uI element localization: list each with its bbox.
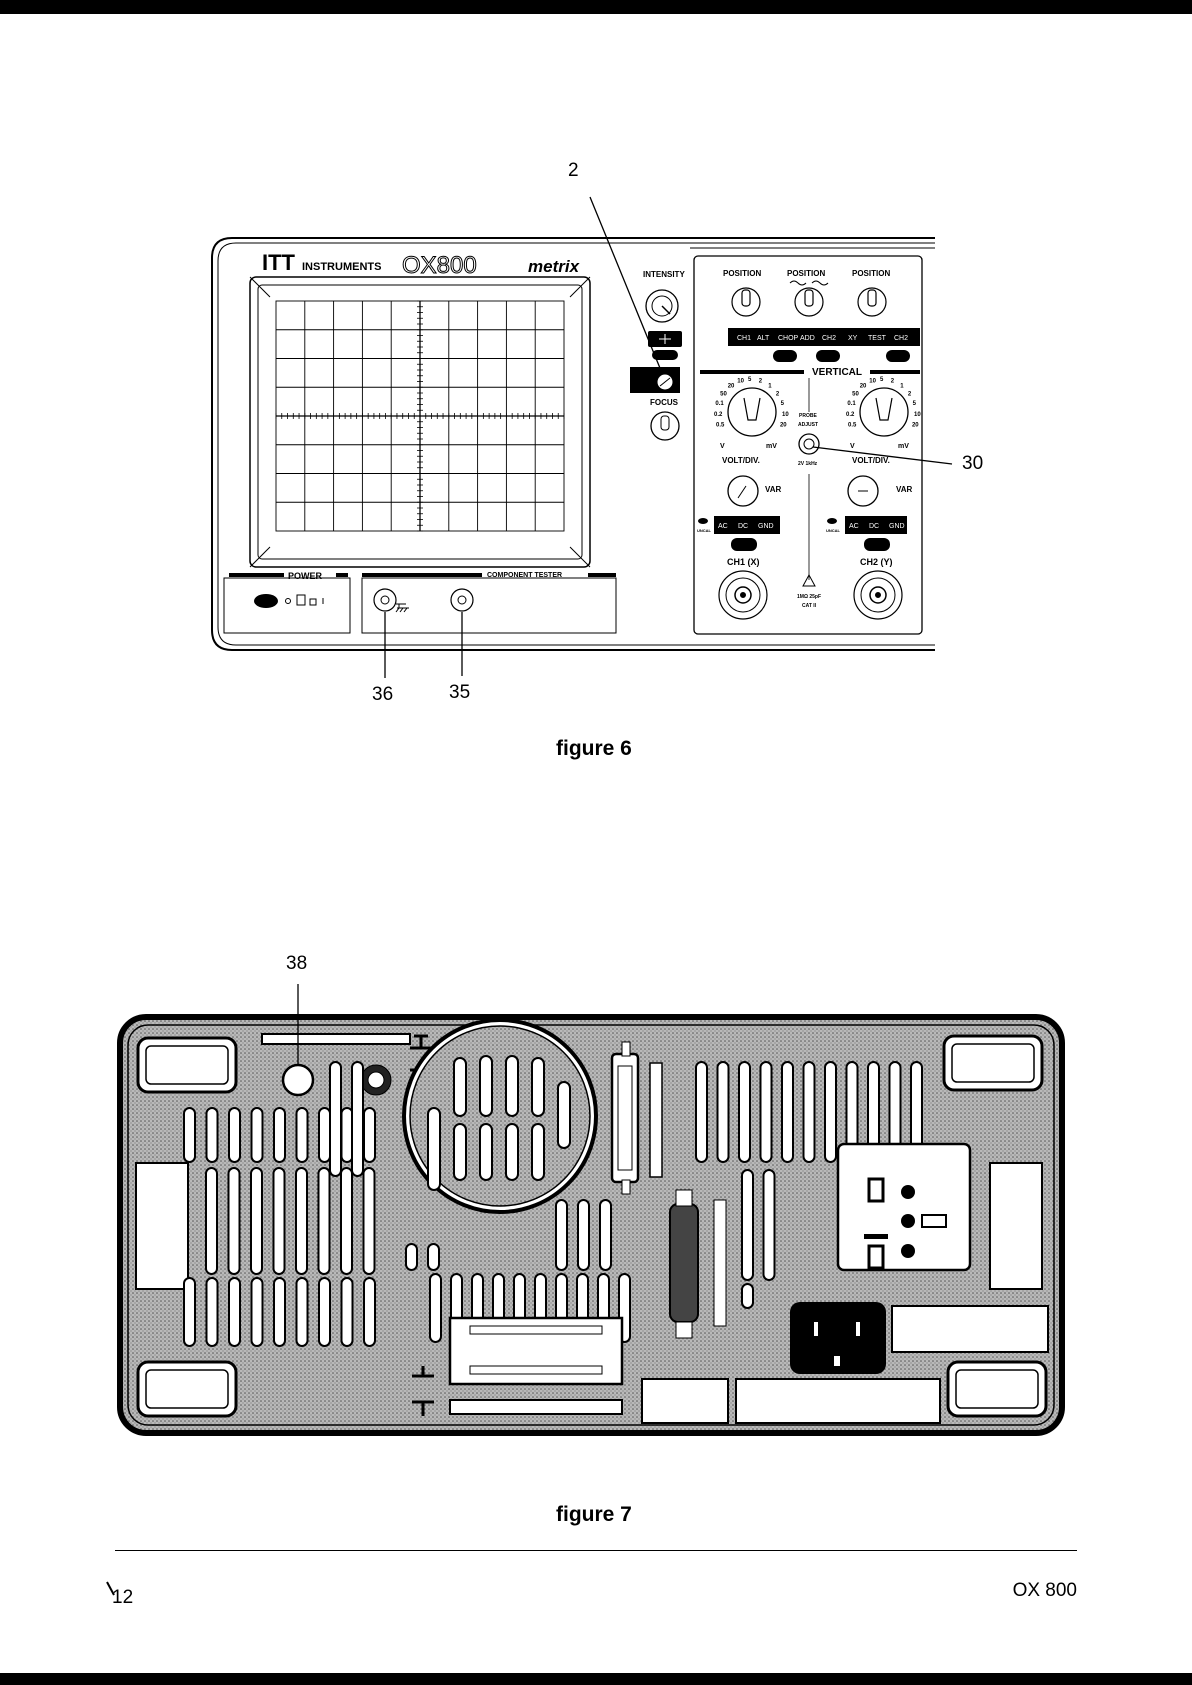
position-label-1: POSITION [723, 269, 761, 278]
cat-label: CAT II [802, 603, 817, 609]
coupling-labels: AC DC GND AC DC GND [718, 523, 905, 530]
coupling-label-1-0: AC [849, 523, 859, 530]
itt-logo: ITT [262, 250, 296, 275]
leader-line-30 [812, 446, 953, 465]
scale-right-tick-2: 0.1 [847, 401, 856, 407]
scale-right-tick-6: 5 [880, 377, 884, 383]
mode-button-bar [728, 328, 920, 346]
probe-freq-label: 2V 1kHz [798, 461, 818, 467]
intensity-label: INTENSITY [643, 270, 685, 279]
scale-left-tick-4: 20 [728, 384, 735, 390]
callout-38: 38 [286, 953, 308, 974]
focus-label: FOCUS [650, 398, 679, 407]
mode-button-label-4: CH2 [822, 335, 836, 342]
instruments-label: INSTRUMENTS [302, 261, 381, 273]
v-label-2: V [850, 443, 855, 450]
scale-left-tick-1: 0.2 [714, 412, 723, 418]
scale-left-tick-6: 5 [748, 377, 752, 383]
var-label-2: VAR [896, 485, 913, 494]
coupling-label-1-1: DC [869, 523, 879, 530]
input-spec-label: 1MΩ 25pF [797, 594, 821, 600]
scale-left-tick-9: 2 [776, 391, 780, 397]
callout-36: 36 [372, 684, 394, 705]
scale-right-tick-9: 2 [908, 391, 912, 397]
uncal-label-1: UNCAL [697, 528, 712, 533]
top-scan-border [0, 0, 1192, 14]
mv-label-1: mV [766, 443, 777, 450]
volt-div-label-2: VOLT/DIV. [852, 456, 890, 465]
position-label-2: POSITION [787, 269, 825, 278]
coupling-label-0-1: DC [738, 523, 748, 530]
power-label: POWER [288, 571, 323, 581]
coupling-label-0-2: GND [758, 523, 774, 530]
scale-right-tick-12: 20 [912, 423, 919, 429]
pen-mark-icon [106, 1581, 115, 1596]
mode-button-label-1: ALT [757, 335, 770, 342]
scale-right-tick-1: 0.2 [846, 412, 855, 418]
component-tester-label: COMPONENT TESTER [487, 572, 562, 579]
vertical-label: VERTICAL [812, 367, 862, 378]
figure-6-caption: figure 6 [556, 737, 632, 760]
mode-button-label-7: CH2 [894, 335, 908, 342]
page-number: 12 [106, 1581, 134, 1609]
mv-label-2: mV [898, 443, 909, 450]
scale-right-tick-3: 50 [852, 391, 859, 397]
bottom-scan-border [0, 1673, 1192, 1685]
callout-35: 35 [449, 682, 471, 703]
page-number-text: 12 [112, 1587, 134, 1608]
volt-div-label-1: VOLT/DIV. [722, 456, 760, 465]
ch1-label: CH1 (X) [727, 557, 760, 567]
coupling-label-0-0: AC [718, 523, 728, 530]
callout-2: 2 [568, 160, 579, 181]
scale-left-tick-12: 20 [780, 423, 787, 429]
scale-left-tick-10: 5 [781, 401, 785, 407]
adjust-label: ADJUST [798, 422, 818, 428]
scale-right-tick-8: 1 [900, 384, 904, 390]
ch2-label: CH2 (Y) [860, 557, 893, 567]
scale-right-tick-10: 5 [913, 401, 917, 407]
uncal-label-2: UNCAL [826, 528, 841, 533]
figure-7-caption: figure 7 [556, 1503, 632, 1526]
scale-left-tick-8: 1 [768, 384, 772, 390]
scale-left-tick-2: 0.1 [715, 401, 724, 407]
mode-button-label-0: CH1 [737, 335, 751, 342]
model-logo: OX800 [402, 252, 477, 279]
scale-left-tick-7: 2 [759, 379, 763, 385]
scale-left-tick-0: 0.5 [716, 423, 725, 429]
mode-button-label-5: XY [848, 335, 858, 342]
scale-right-tick-5: 10 [869, 379, 876, 385]
footer-model: OX 800 [1012, 1580, 1077, 1601]
scale-right-tick-4: 20 [860, 384, 867, 390]
scale-right-tick-7: 2 [891, 379, 895, 385]
scale-right-tick-0: 0.5 [848, 423, 857, 429]
mode-button-label-3: ADD [800, 335, 815, 342]
scale-left-tick-11: 10 [782, 412, 789, 418]
mode-button-label-6: TEST [868, 335, 887, 342]
position-label-3: POSITION [852, 269, 890, 278]
var-label-1: VAR [765, 485, 782, 494]
metrix-logo: metrix [528, 257, 581, 276]
leader-line-2 [589, 196, 663, 374]
mode-button-label-2: CHOP [778, 335, 799, 342]
scale-left-tick-3: 50 [720, 391, 727, 397]
probe-label: PROBE [799, 413, 817, 419]
scale-left-tick-5: 10 [737, 379, 744, 385]
footer-rule [115, 1550, 1077, 1551]
callout-30: 30 [962, 453, 984, 474]
coupling-label-1-2: GND [889, 523, 905, 530]
scale-right-tick-11: 10 [914, 412, 921, 418]
v-label-1: V [720, 443, 725, 450]
